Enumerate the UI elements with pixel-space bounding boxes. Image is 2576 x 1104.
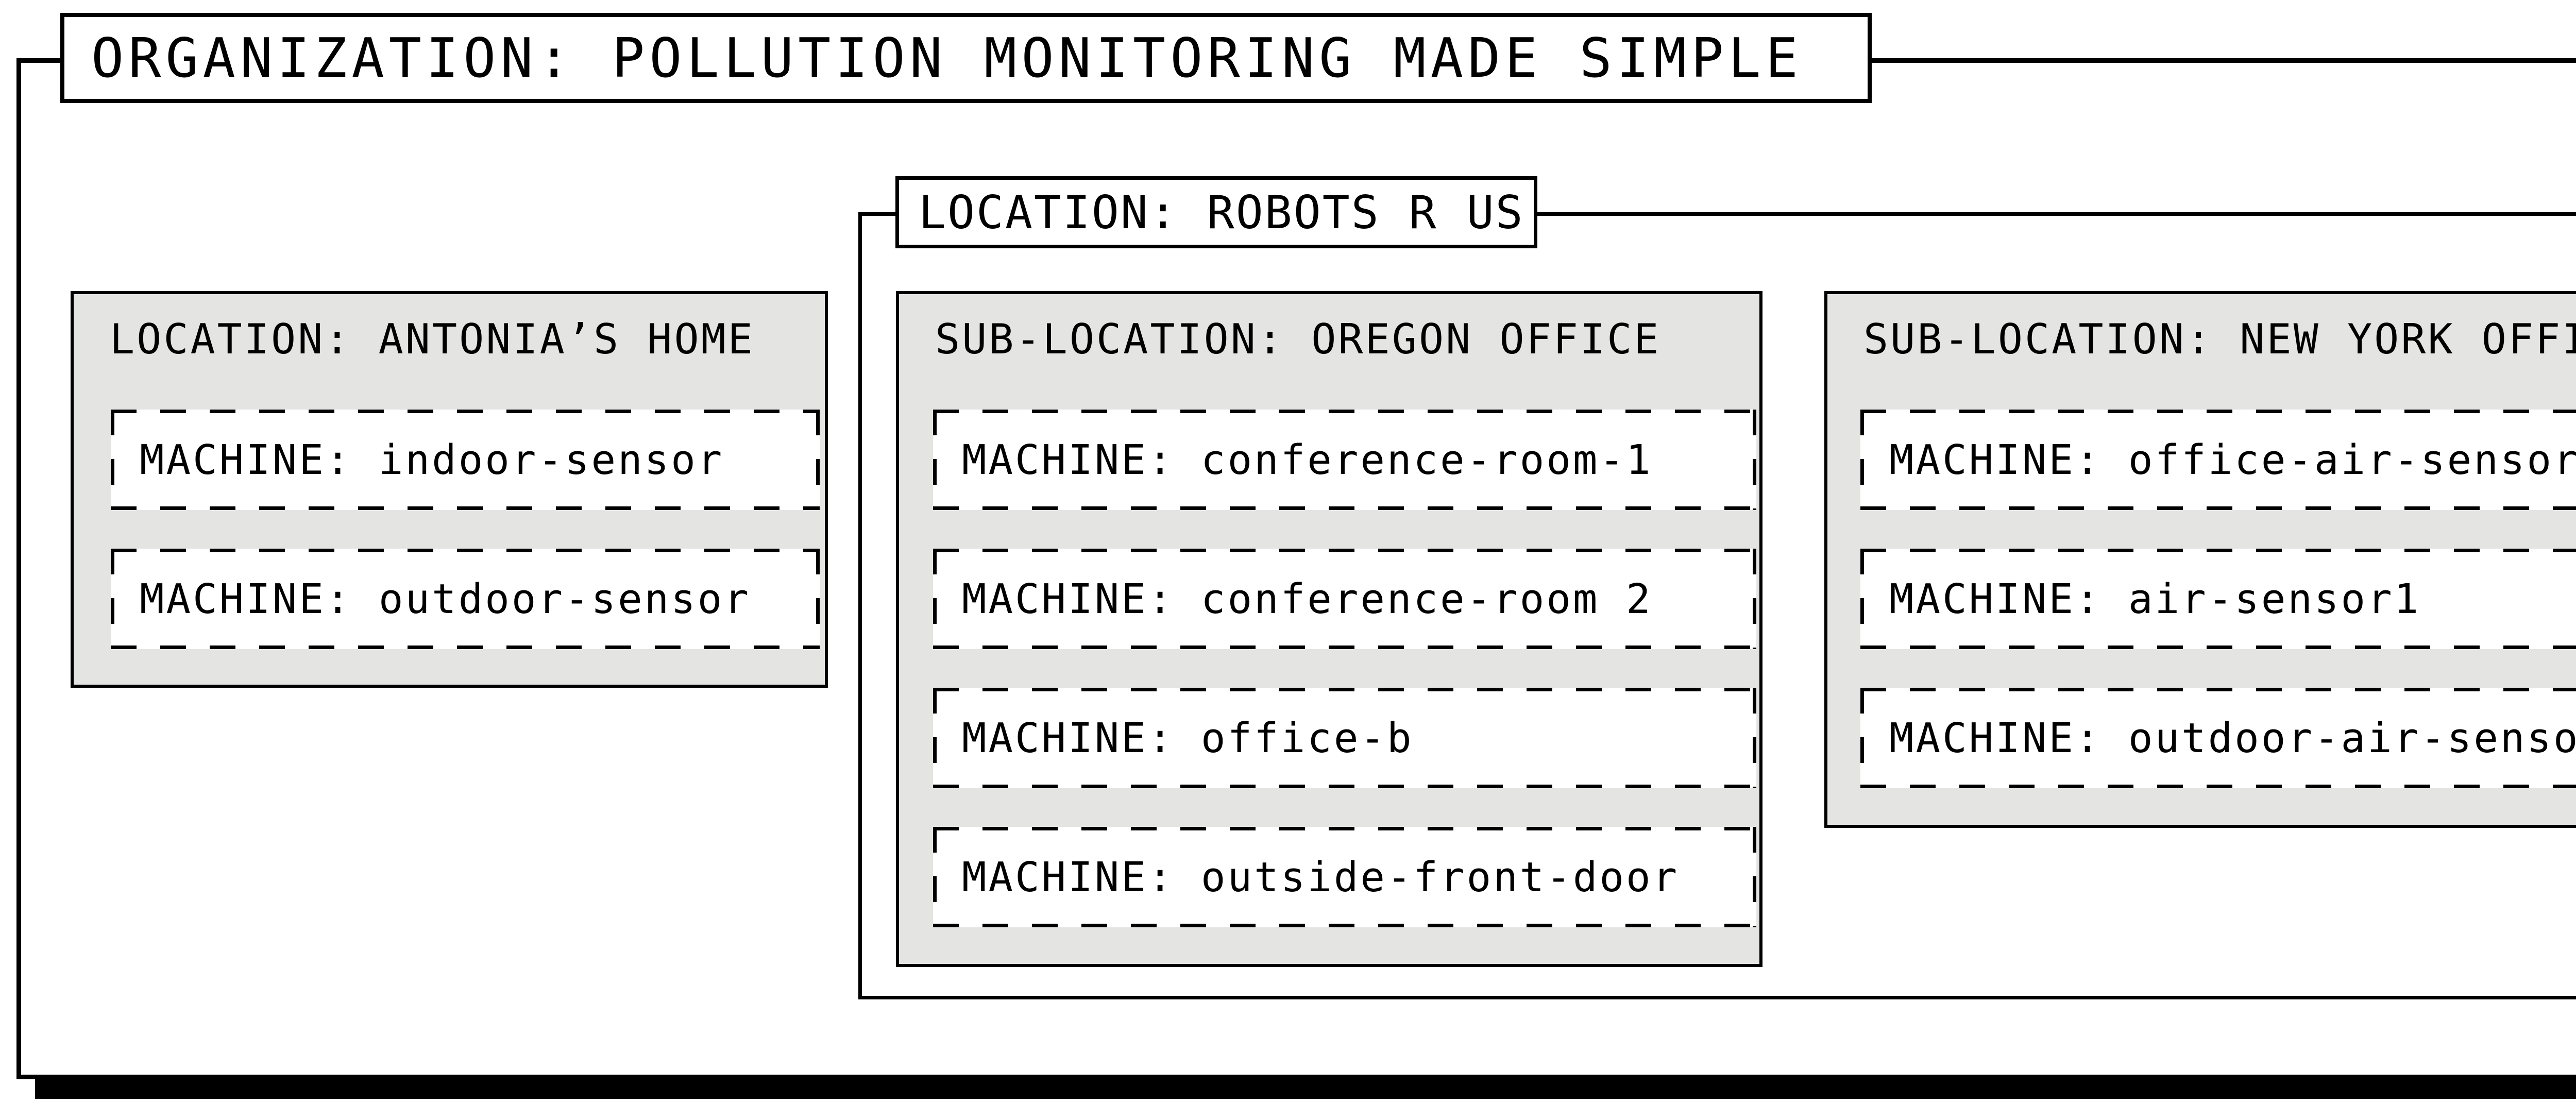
machine-label: MACHINE: indoor-sensor [140,436,724,484]
machine-label: MACHINE: office-b [962,714,1414,762]
machine-box-conference-room-2: MACHINE: conference-room 2 [933,549,1756,649]
machine-box-conference-room-1: MACHINE: conference-room-1 [933,410,1756,510]
machine-label: MACHINE: outside-front-door [962,853,1680,901]
machine-label: MACHINE: outdoor-sensor [140,575,751,623]
sublocation-new-york-office-header: SUB-LOCATION: NEW YORK OFFICE [1863,315,2576,363]
machine-label: MACHINE: conference-room-1 [962,436,1653,484]
location-antonias-home-header: LOCATION: ANTONIA’S HOME [110,315,755,363]
sublocation-oregon-office-header: SUB-LOCATION: OREGON OFFICE [935,315,1661,363]
machine-box-outdoor-sensor: MACHINE: outdoor-sensor [111,549,820,649]
organization-title: ORGANIZATION: POLLUTION MONITORING MADE … [91,26,1803,90]
organization-title-box: ORGANIZATION: POLLUTION MONITORING MADE … [60,13,1872,103]
location-antonias-home-box: LOCATION: ANTONIA’S HOME MACHINE: indoor… [71,291,828,688]
machine-box-air-sensor1: MACHINE: air-sensor1 [1860,549,2576,649]
machine-label: MACHINE: outdoor-air-sensor [1889,714,2576,762]
machine-box-office-b: MACHINE: office-b [933,688,1756,788]
machine-box-office-air-sensor: MACHINE: office-air-sensor [1860,410,2576,510]
location-robots-r-us-label: LOCATION: ROBOTS R US [919,185,1524,239]
sublocation-oregon-office-box: SUB-LOCATION: OREGON OFFICE MACHINE: con… [896,291,1762,967]
machine-label: MACHINE: office-air-sensor [1889,436,2576,484]
machine-label: MACHINE: conference-room 2 [962,575,1653,623]
machine-label: MACHINE: air-sensor1 [1889,575,2421,623]
machine-box-outdoor-air-sensor: MACHINE: outdoor-air-sensor [1860,688,2576,788]
sublocation-new-york-office-box: SUB-LOCATION: NEW YORK OFFICE MACHINE: o… [1824,291,2576,828]
machine-box-outside-front-door: MACHINE: outside-front-door [933,827,1756,927]
location-robots-r-us-label-box: LOCATION: ROBOTS R US [895,176,1537,248]
machine-box-indoor-sensor: MACHINE: indoor-sensor [111,410,820,510]
